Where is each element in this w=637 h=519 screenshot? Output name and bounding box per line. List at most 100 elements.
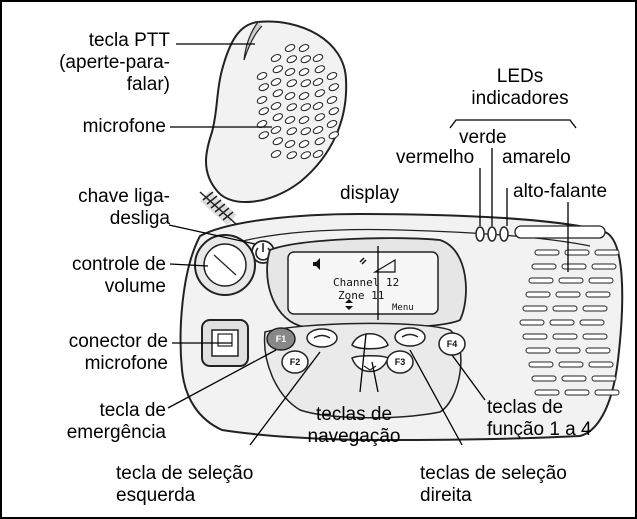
speaker-slot <box>591 375 617 382</box>
label-ptt-key: tecla PTT (aperte-para- falar) <box>59 30 170 96</box>
f1-key-label: F1 <box>276 334 287 344</box>
label-navigation-line-1: teclas de <box>315 404 393 425</box>
grille-slot <box>270 102 282 110</box>
f3-key-label: F3 <box>395 357 406 367</box>
grille-slot <box>286 103 298 112</box>
softkey-menu-label: Menu <box>392 303 414 313</box>
grille-slot <box>328 107 340 116</box>
label-led-red: vermelho <box>396 147 475 168</box>
grille-slot <box>326 96 338 104</box>
label-leds-line-2: indicadores <box>471 88 569 109</box>
grille-slot <box>314 89 326 98</box>
display-line-1: Channel 12 <box>333 276 399 289</box>
grille-slot <box>284 44 296 52</box>
label-emergency-line-1: tecla de <box>99 400 166 421</box>
microphone-grille <box>256 44 340 160</box>
leds-bracket <box>449 119 577 129</box>
label-volume-control: controle de volume <box>72 254 166 298</box>
nav-up-key <box>351 333 389 350</box>
volume-knob <box>194 234 256 296</box>
speaker-slot <box>555 347 581 354</box>
led-indicators <box>475 226 509 242</box>
label-left-select-key: tecla de seleção esquerda <box>116 463 253 507</box>
label-function-keys: teclas de função 1 a 4 <box>487 397 592 441</box>
speaker-slot <box>525 291 551 298</box>
label-power-line-2: desliga <box>109 208 170 229</box>
grille-slot <box>270 54 282 62</box>
speaker-slot <box>549 319 575 326</box>
led-green <box>487 226 497 242</box>
grille-slot <box>272 137 284 146</box>
label-mic-connector-line-1: conector de <box>68 331 168 352</box>
right-select-key <box>394 327 426 347</box>
label-mic-connector-line-2: microfone <box>84 353 168 374</box>
grille-slot <box>270 78 282 86</box>
grille-slot <box>256 72 268 80</box>
leader-lines <box>167 43 577 446</box>
label-led-green: verde <box>459 127 507 148</box>
grille-slot <box>272 113 284 122</box>
label-navigation-line-2: navegação <box>307 426 401 447</box>
label-function-line-1: teclas de <box>487 397 564 418</box>
signal-strength-icon <box>359 257 396 273</box>
label-function-line-2: função 1 a 4 <box>487 419 592 440</box>
speaker-slot <box>552 305 578 312</box>
grille-slot <box>284 140 296 148</box>
label-ptt-line-2: (aperte-para- <box>59 52 170 73</box>
speaker-slot <box>588 277 614 284</box>
speaker-slot <box>528 277 554 284</box>
grille-slot <box>314 113 326 122</box>
grille-slot <box>328 83 340 92</box>
leader-emergency <box>167 349 277 409</box>
label-ptt-line-1: tecla PTT <box>88 30 170 51</box>
label-volume-line-1: controle de <box>71 254 166 275</box>
f2-key <box>281 350 309 374</box>
display: Channel 12 Zone 11 Menu <box>266 237 467 330</box>
speaker-slot <box>585 291 611 298</box>
f1-emergency-key <box>266 327 296 351</box>
speaker-slot <box>534 389 560 396</box>
speaker-slot <box>588 361 614 368</box>
grille-slot <box>312 126 324 134</box>
speaker-slot <box>591 263 617 270</box>
grille-slot <box>258 131 270 140</box>
microphone <box>205 20 348 204</box>
grille-slot <box>298 140 310 148</box>
grille-slot <box>286 151 298 160</box>
label-right-select-line-1: teclas de seleção <box>420 463 567 484</box>
leader-nav-up <box>359 333 367 393</box>
speaker-slot <box>579 319 605 326</box>
grille-slot <box>300 103 312 112</box>
label-led-yellow: amarelo <box>502 147 571 168</box>
leader-volume <box>169 263 209 267</box>
speaker-slot <box>561 375 587 382</box>
speaker-slot <box>552 333 578 340</box>
leader-left-select <box>249 351 321 446</box>
grille-slot <box>298 68 310 76</box>
speaker-slot <box>582 305 608 312</box>
speaker-volume-icon <box>313 258 320 270</box>
grille-slot <box>272 89 284 98</box>
label-volume-line-2: volume <box>104 276 166 297</box>
label-left-select-line-2: esquerda <box>116 485 196 506</box>
microphone-cord <box>199 190 237 226</box>
label-right-select-keys: teclas de seleção direita <box>420 463 567 507</box>
grille-slot <box>272 65 284 74</box>
grille-slot <box>286 79 298 88</box>
speaker-slot <box>558 361 584 368</box>
speaker-slot <box>558 277 584 284</box>
label-emergency-key: tecla de emergência <box>67 400 166 444</box>
grille-slot <box>298 116 310 124</box>
grille-slot <box>286 55 298 64</box>
grille-slot <box>326 72 338 80</box>
grille-slot <box>312 102 324 110</box>
led-red <box>475 226 485 242</box>
grille-slot <box>298 92 310 100</box>
label-power-line-1: chave liga- <box>78 186 170 207</box>
speaker-slot <box>585 347 611 354</box>
grille-slot <box>312 150 324 158</box>
grille-slot <box>300 127 312 136</box>
leader-power <box>168 224 256 245</box>
